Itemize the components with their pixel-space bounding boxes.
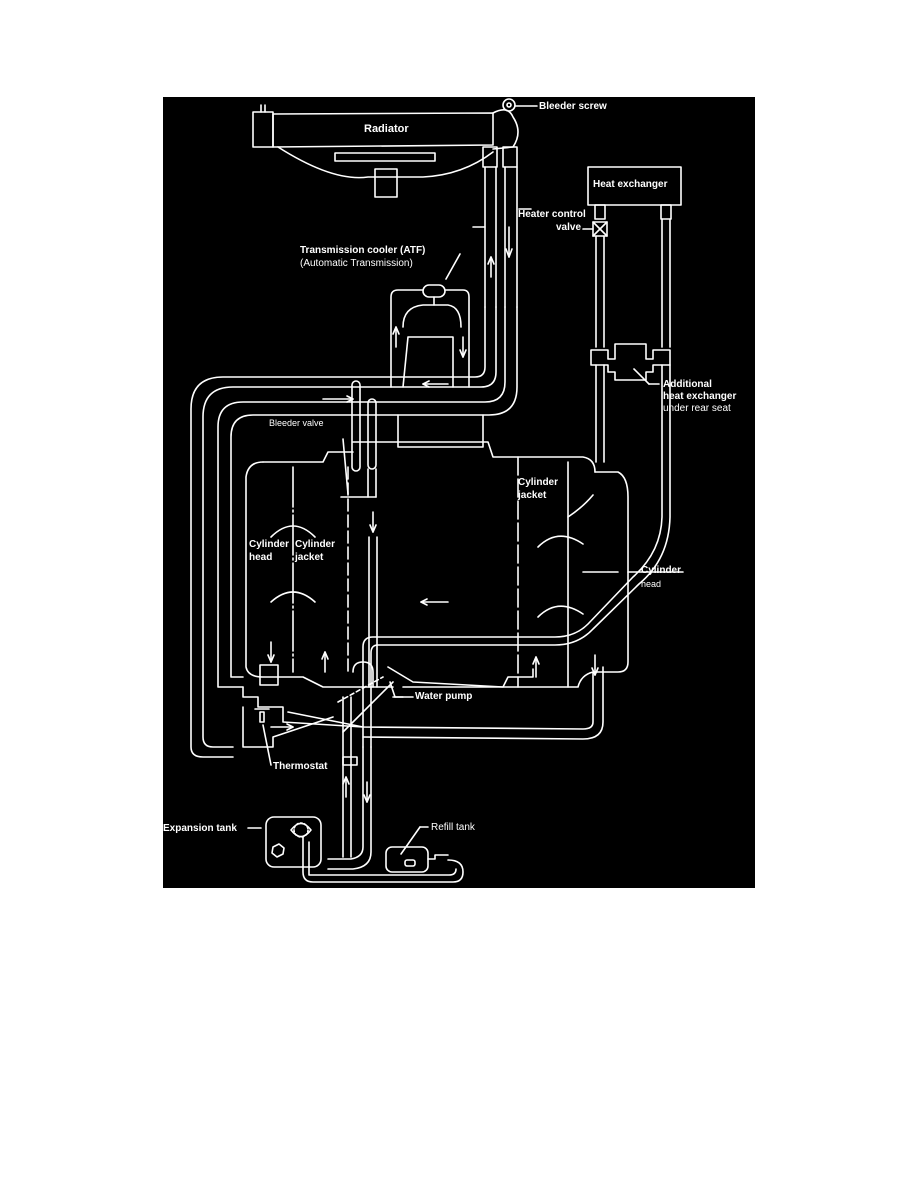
additional-heat-exchanger-shape — [362, 343, 671, 748]
radiator-shape — [252, 104, 494, 198]
bleeder-screw-label: Bleeder screw — [539, 101, 607, 112]
cylinder-head-right-label-2: head — [641, 579, 662, 589]
thermostat-label: Thermostat — [273, 761, 328, 772]
expansion-pipes — [327, 696, 372, 870]
cooling-system-diagram: Radiator Bleeder screw Heat exchanger He… — [163, 97, 755, 888]
water-pump-shape — [242, 641, 604, 748]
cylinder-jacket-left-label-1: Cylinder — [295, 539, 336, 550]
diagram-linework — [190, 98, 684, 883]
bleeder-valve-shape — [340, 380, 378, 688]
radiator-pipes — [190, 146, 532, 758]
bleeder-screw-shape — [492, 98, 538, 150]
radiator-label: Radiator — [364, 123, 409, 135]
additional-hx-label-3: under rear seat — [663, 403, 731, 414]
cylinder-head-right-label-1: Cylinder — [641, 565, 682, 576]
transmission-cooler-shape — [390, 253, 470, 388]
expansion-tank-shape — [247, 816, 464, 883]
refill-tank-label: Refill tank — [431, 822, 475, 833]
heat-exchanger-shape — [582, 166, 682, 348]
cylinder-jacket-right-label-2: jacket — [518, 490, 547, 501]
additional-hx-label-1: Additional — [663, 379, 712, 390]
expansion-tank-label: Expansion tank — [163, 823, 237, 834]
thermostat-shape — [254, 708, 294, 766]
engine-block-shape — [245, 414, 629, 688]
transmission-cooler-label-2: (Automatic Transmission) — [300, 258, 413, 269]
refill-tank-shape — [385, 826, 449, 873]
cylinder-jacket-left-label-2: jacket — [295, 552, 324, 563]
bleeder-valve-label: Bleeder valve — [269, 418, 324, 428]
additional-hx-label-2: heat exchanger — [663, 391, 737, 402]
water-pump-label: Water pump — [415, 691, 473, 702]
cylinder-jacket-right-label-1: Cylinder — [518, 477, 559, 488]
heater-control-valve-label-1: Heater control — [518, 209, 586, 220]
heater-control-valve-label-2: valve — [556, 222, 582, 233]
cylinder-head-left-label-1: Cylinder — [249, 539, 290, 550]
cylinder-head-left-label-2: head — [249, 552, 273, 563]
transmission-cooler-label-1: Transmission cooler (ATF) — [300, 245, 426, 256]
heat-exchanger-label: Heat exchanger — [593, 179, 668, 190]
leader-lines — [392, 571, 684, 698]
